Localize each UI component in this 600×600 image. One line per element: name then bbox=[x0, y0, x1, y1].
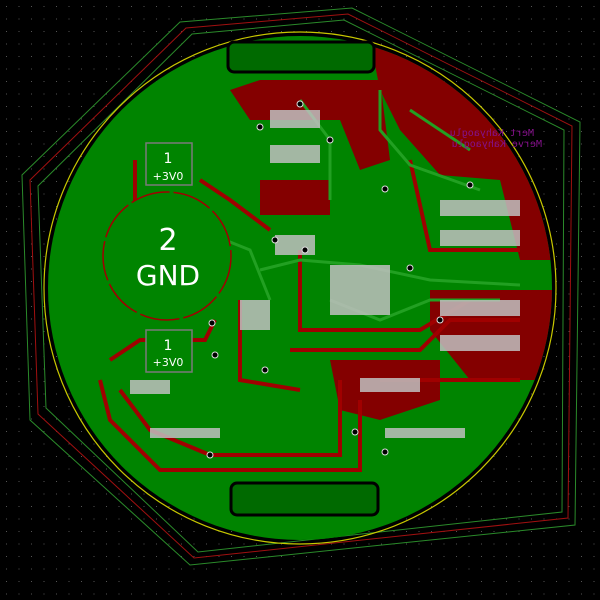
pad-net: GND bbox=[136, 259, 200, 292]
silk-line-2: Merve Kahyaoglu bbox=[452, 139, 542, 150]
pad-top-3v0[interactable]: 1 +3V0 bbox=[145, 142, 193, 186]
pad-bottom-3v0[interactable]: 1 +3V0 bbox=[145, 329, 193, 373]
pad-net: +3V0 bbox=[153, 356, 184, 369]
vias bbox=[206, 100, 474, 459]
pad-number: 1 bbox=[164, 151, 173, 167]
pad-number: 2 bbox=[158, 223, 177, 258]
enclosure-outline bbox=[21, 7, 581, 566]
top-connector bbox=[226, 40, 376, 74]
silk-line-1: Mert Kahyaoglu bbox=[450, 128, 534, 139]
pad-number: 1 bbox=[164, 338, 173, 354]
back-silkscreen-text: Mert Kahyaoglu Merve Kahyaoglu bbox=[450, 128, 542, 150]
bottom-connector bbox=[229, 481, 380, 517]
board-edge bbox=[43, 31, 557, 545]
smd-components bbox=[130, 110, 520, 438]
pad-gnd[interactable]: 2 GND bbox=[102, 191, 232, 321]
pad-net: +3V0 bbox=[153, 170, 184, 183]
